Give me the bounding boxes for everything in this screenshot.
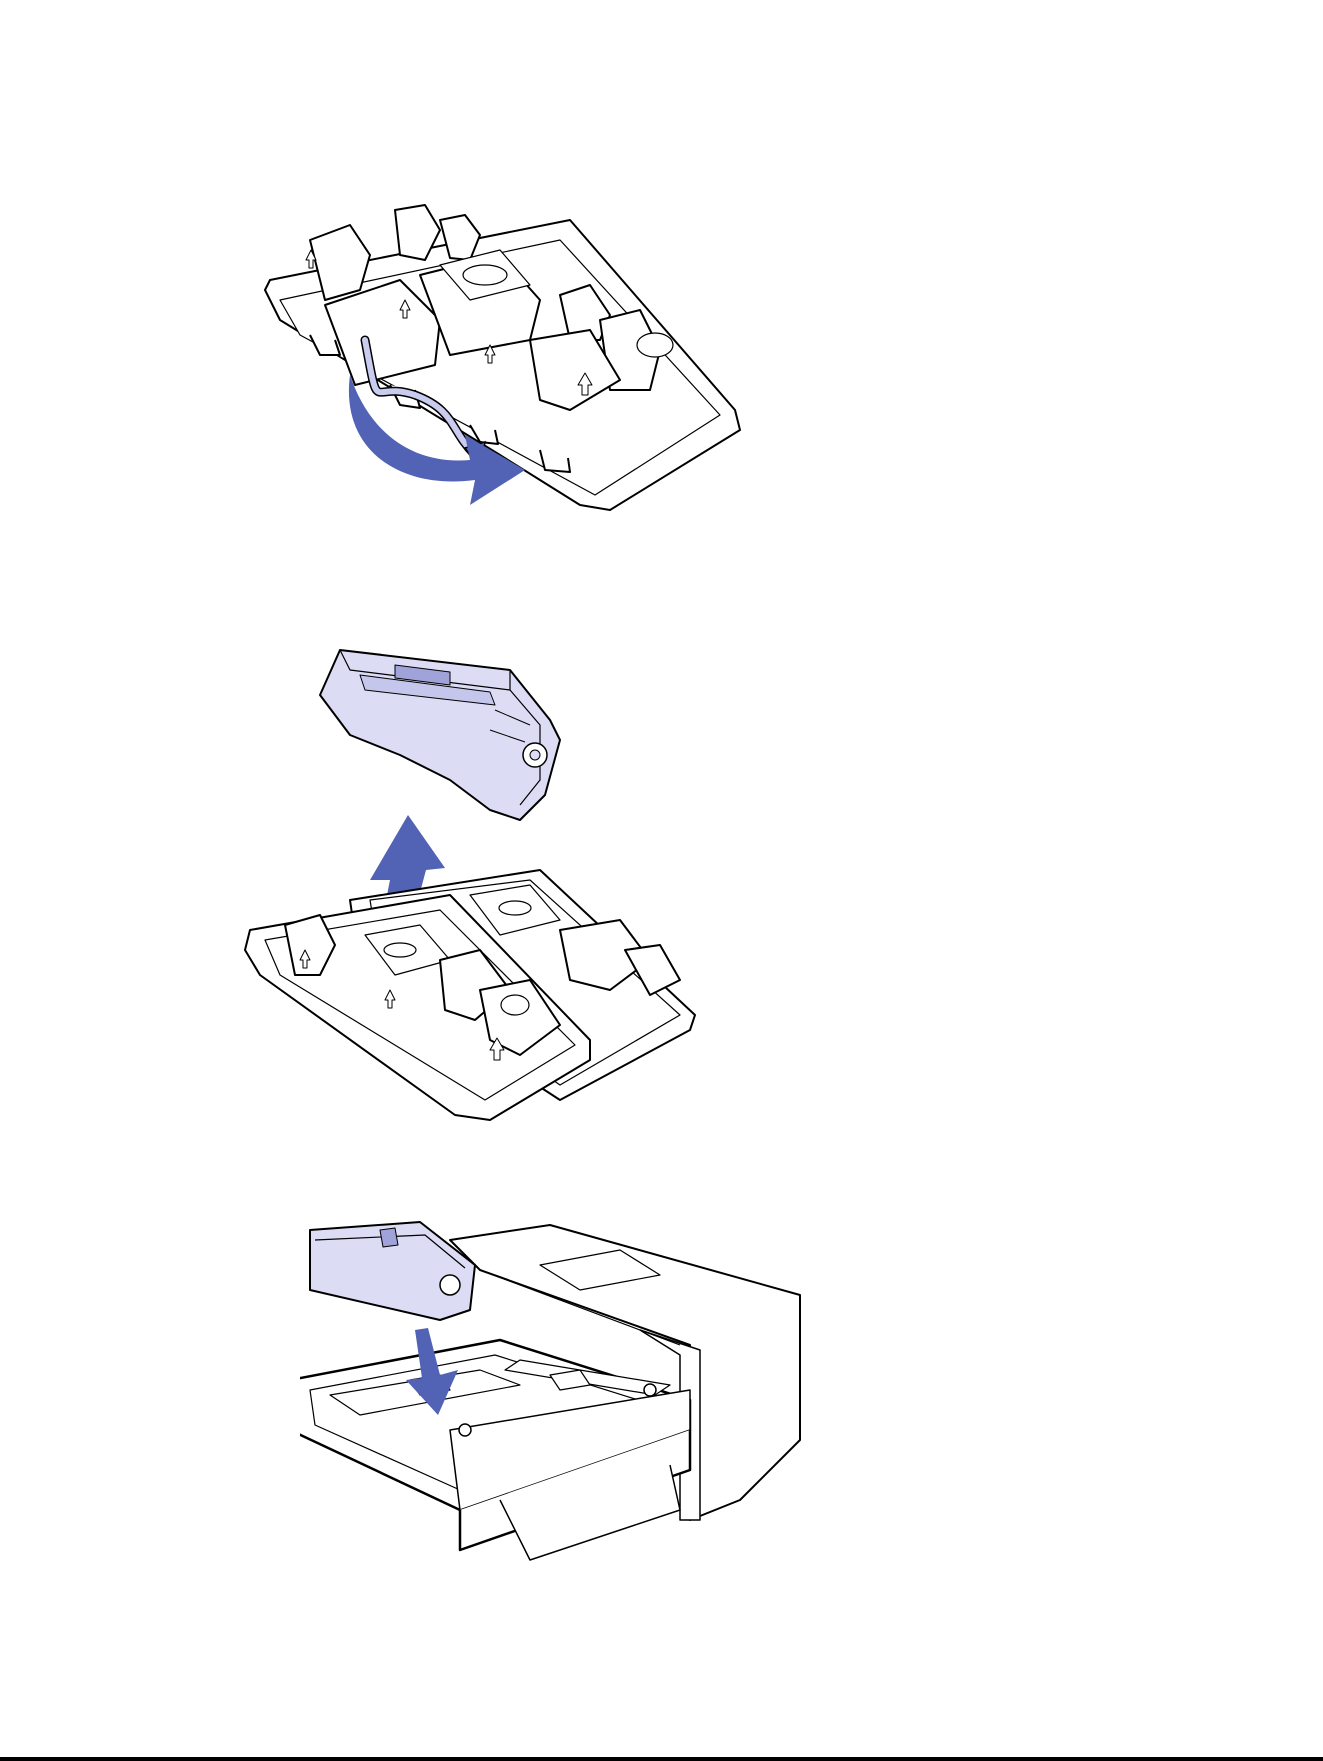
tray-strip-removal-illustration <box>240 180 760 560</box>
toner-cartridge <box>320 650 560 820</box>
page-footer-rule <box>0 1757 1323 1761</box>
toner-cartridge <box>310 1222 475 1320</box>
cartridge-lift-illustration <box>240 630 720 1140</box>
cartridge-insert-illustration <box>300 1220 820 1580</box>
